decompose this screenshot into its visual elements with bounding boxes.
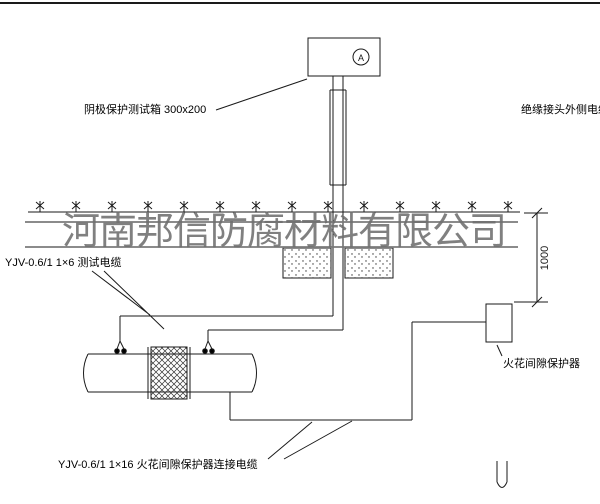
watermark-strike-lines <box>25 221 518 248</box>
label-test-cable: YJV-0.6/1 1×6 测试电缆 <box>5 257 122 269</box>
cable-terminals <box>114 316 215 354</box>
dimension-1000-text: 1000 <box>539 246 551 270</box>
label-spark-gap-protector: 火花间隙保护器 <box>503 358 580 370</box>
electrode-symbol-icon <box>496 461 508 488</box>
ammeter-letter: A <box>358 53 364 63</box>
connection-cable-leader-lines <box>267 420 353 460</box>
label-test-box: 阴极保护测试箱 300x200 <box>84 104 207 116</box>
spark-gap-protector-box <box>485 303 513 343</box>
test-box <box>307 37 381 77</box>
protector-connection-cable <box>229 321 486 421</box>
ammeter-circle-icon <box>352 48 370 66</box>
label-insulating-joint-outer-cable: 绝缘接头外侧电缆 <box>521 104 600 116</box>
test-cables <box>120 315 343 331</box>
concrete-blocks <box>282 247 394 279</box>
dimension-1000 <box>514 207 548 308</box>
conduit-riser <box>329 76 347 330</box>
test-cable-leader-lines <box>91 270 165 330</box>
label-connection-cable: YJV-0.6/1 1×16 火花间隙保护器连接电缆 <box>58 459 258 471</box>
ground-grass-marks <box>35 200 513 213</box>
insulating-joint <box>147 346 191 400</box>
test-box-leader-line <box>215 78 308 111</box>
protector-leader-line <box>496 344 503 357</box>
